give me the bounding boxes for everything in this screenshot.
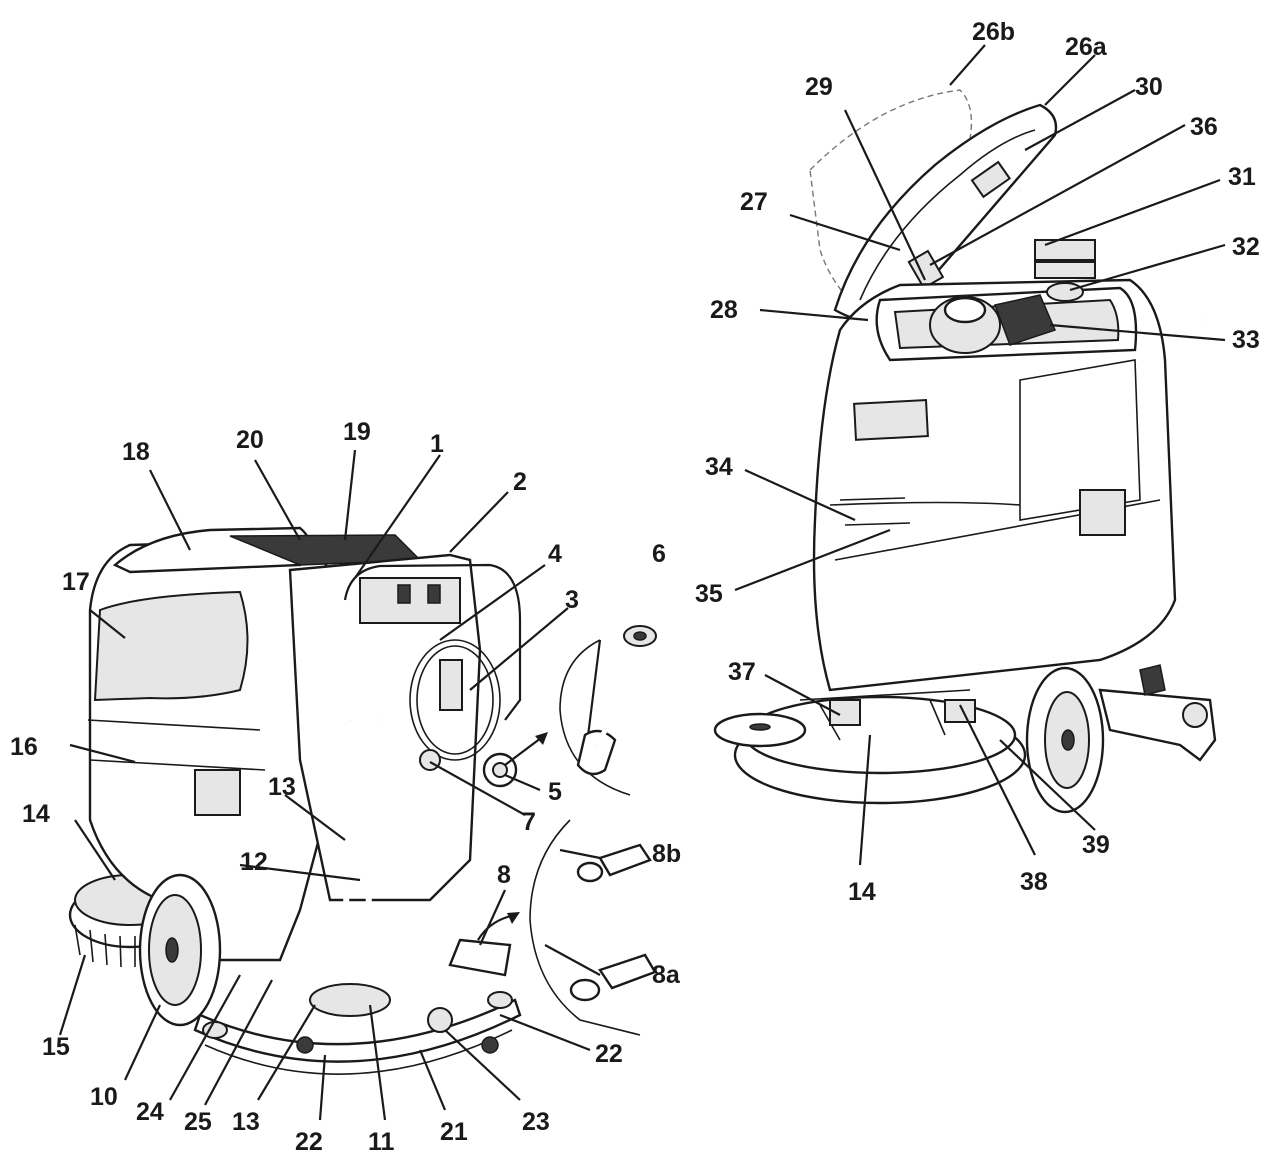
left-machine-drawing	[68, 526, 522, 1075]
callout-19: 19	[343, 418, 371, 446]
detail-bubble-hose-cap	[504, 625, 657, 796]
callout-3: 3	[565, 586, 579, 614]
callout-22-right: 22	[595, 1040, 623, 1068]
callout-6: 6	[652, 540, 666, 568]
callout-35: 35	[695, 580, 723, 608]
callout-21: 21	[440, 1118, 468, 1146]
callout-16: 16	[10, 733, 38, 761]
callout-11: 11	[368, 1128, 395, 1156]
callout-13-upper: 13	[268, 773, 296, 801]
callout-14-right: 14	[848, 878, 876, 906]
callout-39: 39	[1082, 831, 1110, 859]
callout-26a: 26a	[1065, 33, 1108, 61]
callout-8a: 8a	[652, 961, 681, 989]
callout-labels: 1 2 3 4 5 6 7 8 8b 8a 10 11 12 13 13 14 …	[10, 18, 1260, 1156]
callout-20: 20	[236, 426, 264, 454]
callout-34: 34	[705, 453, 733, 481]
callout-10: 10	[90, 1083, 118, 1111]
callout-1: 1	[430, 430, 444, 458]
callout-32: 32	[1232, 233, 1260, 261]
callout-24: 24	[136, 1098, 164, 1126]
callout-29: 29	[805, 73, 833, 101]
callout-15: 15	[42, 1033, 70, 1061]
callout-33: 33	[1232, 326, 1260, 354]
leader-lines	[58, 44, 1226, 1121]
callout-18: 18	[122, 438, 150, 466]
callout-14-left: 14	[22, 800, 50, 828]
callout-27: 27	[740, 188, 768, 216]
callout-38: 38	[1020, 868, 1048, 896]
callout-22-bottom: 22	[295, 1128, 323, 1156]
callout-23: 23	[522, 1108, 550, 1136]
callout-5: 5	[548, 778, 562, 806]
callout-4: 4	[548, 540, 562, 568]
callout-7: 7	[522, 808, 536, 836]
callout-36: 36	[1190, 113, 1218, 141]
detail-bubble-pedal	[477, 819, 657, 1036]
right-machine-drawing	[713, 89, 1217, 814]
callout-28: 28	[710, 296, 738, 324]
callout-2: 2	[513, 468, 527, 496]
callout-8: 8	[497, 861, 511, 889]
callout-17: 17	[62, 568, 90, 596]
callout-26b: 26b	[972, 18, 1015, 46]
callout-31: 31	[1228, 163, 1256, 191]
callout-37: 37	[728, 658, 756, 686]
callout-25: 25	[184, 1108, 212, 1136]
callout-12: 12	[240, 848, 268, 876]
callout-13-lower: 13	[232, 1108, 260, 1136]
callout-8b: 8b	[652, 840, 681, 868]
callout-30: 30	[1135, 73, 1163, 101]
